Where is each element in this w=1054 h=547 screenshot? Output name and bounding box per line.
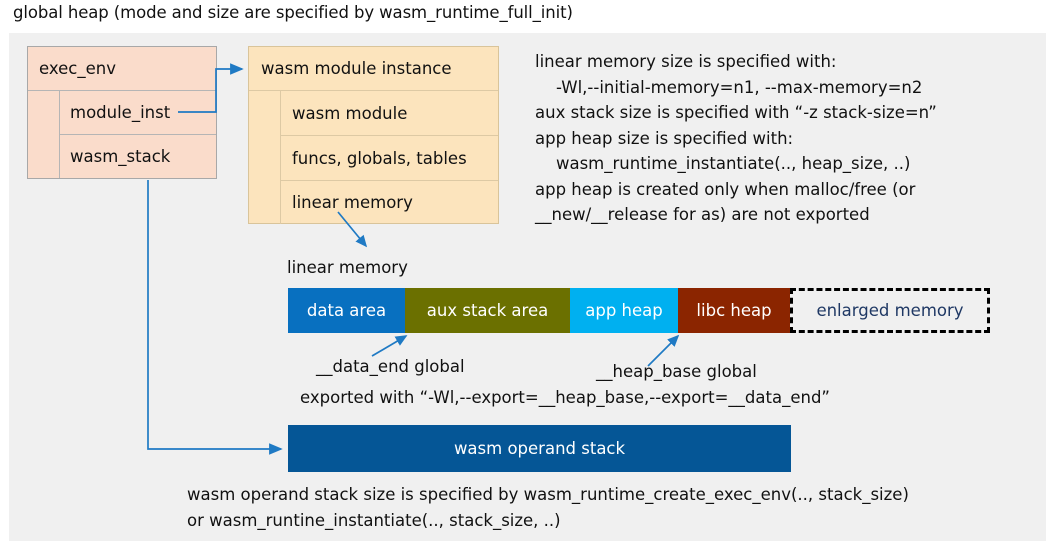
exec-env-header: exec_env: [28, 47, 216, 91]
exec-env-field-wasm-stack: wasm_stack: [59, 135, 216, 178]
memory-segment-aux-stack-area: aux stack area: [405, 288, 570, 333]
memory-segment-libc-heap: libc heap: [678, 288, 790, 333]
page-title: global heap (mode and size are specified…: [13, 3, 573, 22]
wasm-module-instance-header: wasm module instance: [249, 47, 498, 91]
memory-segment-app-heap: app heap: [570, 288, 678, 333]
linear-memory-info-text: linear memory size is specified with: -W…: [535, 52, 937, 224]
wmi-field-funcs-globals-tables: funcs, globals, tables: [280, 136, 498, 181]
exec-env-field-module-inst: module_inst: [59, 91, 216, 135]
exec-env-box: exec_env module_inst wasm_stack: [27, 46, 217, 179]
wmi-field-linear-memory: linear memory: [280, 181, 498, 224]
annotation-exported-with: exported with “-Wl,--export=__heap_base,…: [300, 388, 830, 407]
memory-segment-enlarged-memory: enlarged memory: [790, 288, 990, 333]
annotation-heap-base: __heap_base global: [596, 362, 757, 381]
linear-memory-label: linear memory: [287, 258, 408, 277]
wmi-field-wasm-module: wasm module: [280, 91, 498, 136]
annotation-data-end: __data_end global: [316, 357, 465, 376]
operand-stack-note: wasm operand stack size is specified by …: [187, 485, 909, 530]
wasm-module-instance-box: wasm module instance wasm module funcs, …: [248, 46, 499, 224]
wasm-operand-stack-box: wasm operand stack: [288, 425, 791, 472]
memory-segment-data-area: data area: [288, 288, 405, 333]
